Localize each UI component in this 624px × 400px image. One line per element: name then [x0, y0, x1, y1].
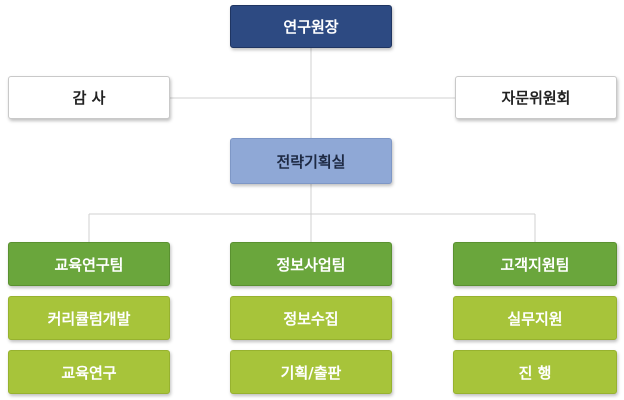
unit-box-practical-support: 실무지원 — [453, 296, 617, 340]
team-box-customer-support: 고객지원팀 — [453, 242, 617, 286]
unit-box-information-collection: 정보수집 — [230, 296, 392, 340]
unit-box-proceeding: 진 행 — [453, 350, 617, 394]
audit-box: 감 사 — [8, 76, 170, 119]
team-box-education-research: 교육연구팀 — [8, 242, 170, 286]
unit-box-education-research: 교육연구 — [8, 350, 170, 394]
unit-box-planning-publishing: 기획/출판 — [230, 350, 392, 394]
advisory-committee-box: 자문위원회 — [455, 76, 617, 119]
director-box: 연구원장 — [230, 5, 392, 48]
unit-box-curriculum: 커리큘럼개발 — [8, 296, 170, 340]
team-box-information-business: 정보사업팀 — [230, 242, 392, 286]
strategy-office-box: 전략기획실 — [230, 138, 392, 184]
